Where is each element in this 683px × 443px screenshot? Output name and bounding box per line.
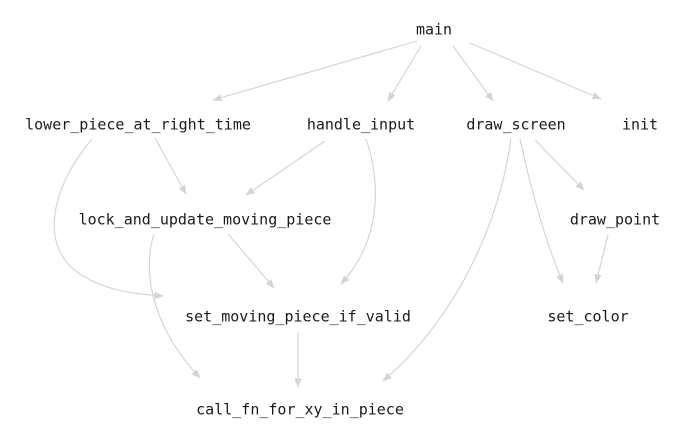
node-set-moving-piece-if-valid[interactable]: set_moving_piece_if_valid — [185, 307, 411, 326]
edge-main-to-draw-screen — [452, 45, 494, 102]
edge-lock-and-update-to-set-moving-piece — [227, 233, 275, 289]
node-handle-input[interactable]: handle_input — [306, 115, 416, 134]
edge-draw-screen-to-draw-point — [534, 139, 585, 191]
node-main[interactable]: main — [415, 20, 453, 39]
edge-handle-input-to-lock-and-update — [245, 140, 326, 196]
edge-handle-input-to-set-moving-piece — [340, 138, 376, 285]
node-draw-screen[interactable]: draw_screen — [466, 115, 566, 134]
edge-main-to-lower-piece-at-right-time — [212, 40, 418, 102]
edge-draw-screen-to-call-fn — [382, 138, 512, 382]
node-draw-point[interactable]: draw_point — [569, 210, 661, 229]
node-call-fn-for-xy-in-piece[interactable]: call_fn_for_xy_in_piece — [196, 400, 404, 419]
edge-lower-piece-to-lock-and-update — [154, 137, 187, 195]
node-set-color[interactable]: set_color — [547, 307, 629, 326]
node-lower-piece-at-right-time[interactable]: lower_piece_at_right_time — [25, 115, 251, 134]
edge-draw-screen-to-set-color — [519, 138, 564, 284]
node-lock-and-update-moving-piece[interactable]: lock_and_update_moving_piece — [78, 210, 332, 229]
edge-lock-and-update-to-call-fn — [148, 233, 201, 379]
edge-lower-piece-to-set-moving-piece — [53, 138, 164, 300]
node-init[interactable]: init — [621, 115, 659, 134]
edge-draw-point-to-set-color — [594, 234, 609, 284]
edge-main-to-handle-input — [387, 45, 422, 102]
edge-main-to-init — [469, 42, 602, 100]
